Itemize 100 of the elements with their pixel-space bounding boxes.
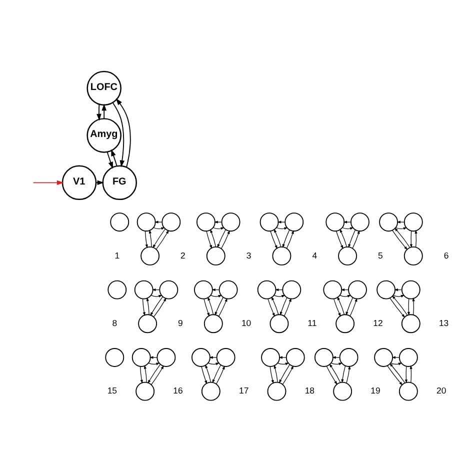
node-circle (192, 348, 210, 367)
node-circle (270, 314, 289, 334)
arrow (208, 362, 220, 366)
arrow (153, 227, 165, 230)
arrow (336, 230, 344, 250)
label: 1 (114, 250, 120, 260)
node-label: 3 (246, 250, 252, 260)
arrow (32, 180, 64, 186)
node-label: 2 (180, 250, 186, 260)
node-circle (267, 382, 286, 401)
arrow (148, 230, 152, 248)
arrow (341, 366, 346, 384)
arrow (96, 180, 104, 186)
arrow (150, 356, 158, 359)
arrow (414, 230, 418, 248)
node-label: 18 (304, 386, 314, 396)
node-label: 19 (370, 386, 380, 396)
arrow (102, 104, 106, 120)
label: 8 (112, 318, 118, 328)
node-circle (136, 382, 155, 401)
node-circle: V1 (62, 165, 97, 200)
arrow (212, 364, 222, 384)
arrow (410, 230, 412, 248)
node-label: 17 (238, 386, 249, 396)
arrow (208, 296, 214, 315)
node-circle (261, 348, 280, 367)
arrow (96, 104, 102, 121)
node-circle (108, 280, 127, 300)
arrow (206, 230, 212, 249)
node-circle: Amyg (86, 118, 122, 153)
node-circle (136, 212, 156, 232)
node-label: 4 (312, 250, 318, 260)
arrow (216, 366, 225, 384)
arrow (350, 298, 358, 316)
arrow (156, 230, 169, 250)
arrow (152, 228, 166, 248)
arrow (217, 229, 226, 248)
node-label: 20 (436, 386, 446, 396)
arrow (271, 296, 279, 315)
node-circle (105, 348, 124, 367)
node-label: 10 (241, 318, 252, 328)
node-circle (138, 314, 158, 334)
arrow (150, 296, 164, 316)
arrow (210, 295, 222, 298)
label: 15 (107, 386, 117, 396)
arrow (212, 227, 224, 230)
arrow (346, 297, 354, 316)
arrow (150, 295, 162, 298)
arrow (220, 230, 230, 249)
arrow (210, 229, 216, 248)
arrow (204, 298, 210, 317)
arrow (144, 365, 147, 383)
arrow (404, 366, 408, 384)
arrow (278, 364, 290, 384)
arrow (278, 356, 287, 359)
node-label: 11 (308, 318, 317, 328)
arrow (332, 356, 340, 359)
arrow (412, 298, 415, 316)
arrow (205, 364, 212, 382)
arrow (329, 364, 341, 383)
node-circle (140, 246, 160, 266)
arrow (112, 102, 125, 168)
arrow (395, 227, 408, 230)
arrow (392, 356, 400, 359)
arrow (333, 298, 341, 317)
arrow (274, 295, 286, 298)
arrow (270, 366, 274, 384)
arrow (274, 228, 282, 248)
arrow (148, 362, 160, 366)
arrow (352, 230, 360, 249)
node-circle (110, 212, 130, 232)
arrow (348, 230, 356, 248)
arrow (209, 356, 218, 359)
arrow (146, 297, 150, 316)
node-circle (194, 280, 213, 300)
arrow (214, 297, 224, 316)
node-circle (201, 382, 220, 401)
arrow (390, 362, 402, 366)
node-circle (196, 212, 216, 232)
node-circle (204, 314, 223, 334)
arrow (276, 227, 288, 230)
node-circle: FG (102, 165, 137, 200)
arrow (277, 362, 290, 366)
arrow (106, 152, 113, 169)
arrow (116, 98, 131, 168)
arrow (282, 366, 294, 385)
arrow (346, 366, 351, 384)
arrow (326, 366, 338, 385)
node-circle (206, 246, 226, 266)
arrow (153, 298, 166, 318)
arrow (150, 365, 164, 385)
arrow (111, 149, 118, 166)
node-circle (336, 314, 355, 334)
arrow (410, 365, 412, 383)
arrow (407, 298, 410, 316)
arrow (282, 230, 290, 248)
arrow (392, 295, 405, 298)
arrow (330, 362, 342, 366)
arrow (337, 296, 345, 315)
arrow (284, 298, 292, 316)
